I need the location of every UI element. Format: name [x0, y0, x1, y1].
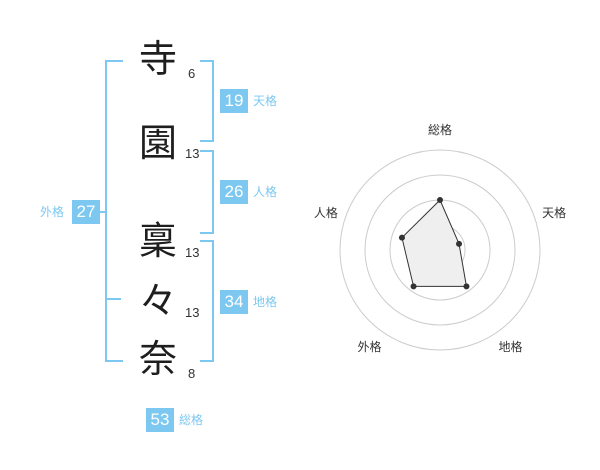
- chikaku-bracket: [200, 240, 214, 362]
- tenkaku-value: 19: [220, 89, 248, 113]
- gaikaku-value: 27: [72, 200, 100, 224]
- radar-polygon: [401, 199, 468, 287]
- gaikaku-connector: [100, 211, 106, 213]
- radar-axis-label: 外格: [357, 339, 381, 354]
- name-char-5: 奈: [138, 337, 177, 381]
- stroke-count-1: 6: [188, 66, 196, 81]
- radar-axis-label: 地格: [499, 339, 523, 354]
- radar-point-4: [410, 283, 417, 290]
- name-char-1: 寺: [138, 37, 177, 81]
- soukaku-value: 53: [146, 408, 174, 432]
- chikaku-label: 地格: [253, 295, 278, 309]
- soukaku-label: 総格: [179, 413, 204, 427]
- jinkaku-bracket: [200, 150, 214, 234]
- gaikaku-bracket-mid: [105, 298, 121, 300]
- radar-ring: [339, 149, 541, 351]
- radar-ring: [364, 174, 516, 326]
- stroke-count-4: 13: [185, 305, 200, 320]
- radar-axis-label: 総格: [428, 122, 452, 137]
- jinkaku-label: 人格: [253, 185, 278, 199]
- gaikaku-bracket: [105, 60, 123, 362]
- stroke-count-2: 13: [185, 146, 200, 161]
- radar-axis-label: 天格: [542, 205, 566, 220]
- radar-axis-label: 人格: [314, 205, 338, 220]
- chikaku-value: 34: [220, 290, 248, 314]
- name-char-2: 園: [138, 121, 177, 165]
- radar-point-3: [463, 283, 470, 290]
- name-char-4: 々: [138, 279, 177, 323]
- tenkaku-label: 天格: [253, 94, 278, 108]
- radar-point-1: [437, 197, 443, 203]
- gaikaku-label: 外格: [40, 205, 65, 219]
- stroke-count-5: 8: [188, 366, 196, 381]
- radar-point-5: [398, 234, 405, 241]
- tenkaku-bracket: [200, 60, 214, 142]
- jinkaku-value: 26: [220, 180, 248, 204]
- name-char-3: 稟: [138, 219, 177, 263]
- radar-point-2: [456, 240, 463, 247]
- stroke-count-3: 13: [185, 245, 200, 260]
